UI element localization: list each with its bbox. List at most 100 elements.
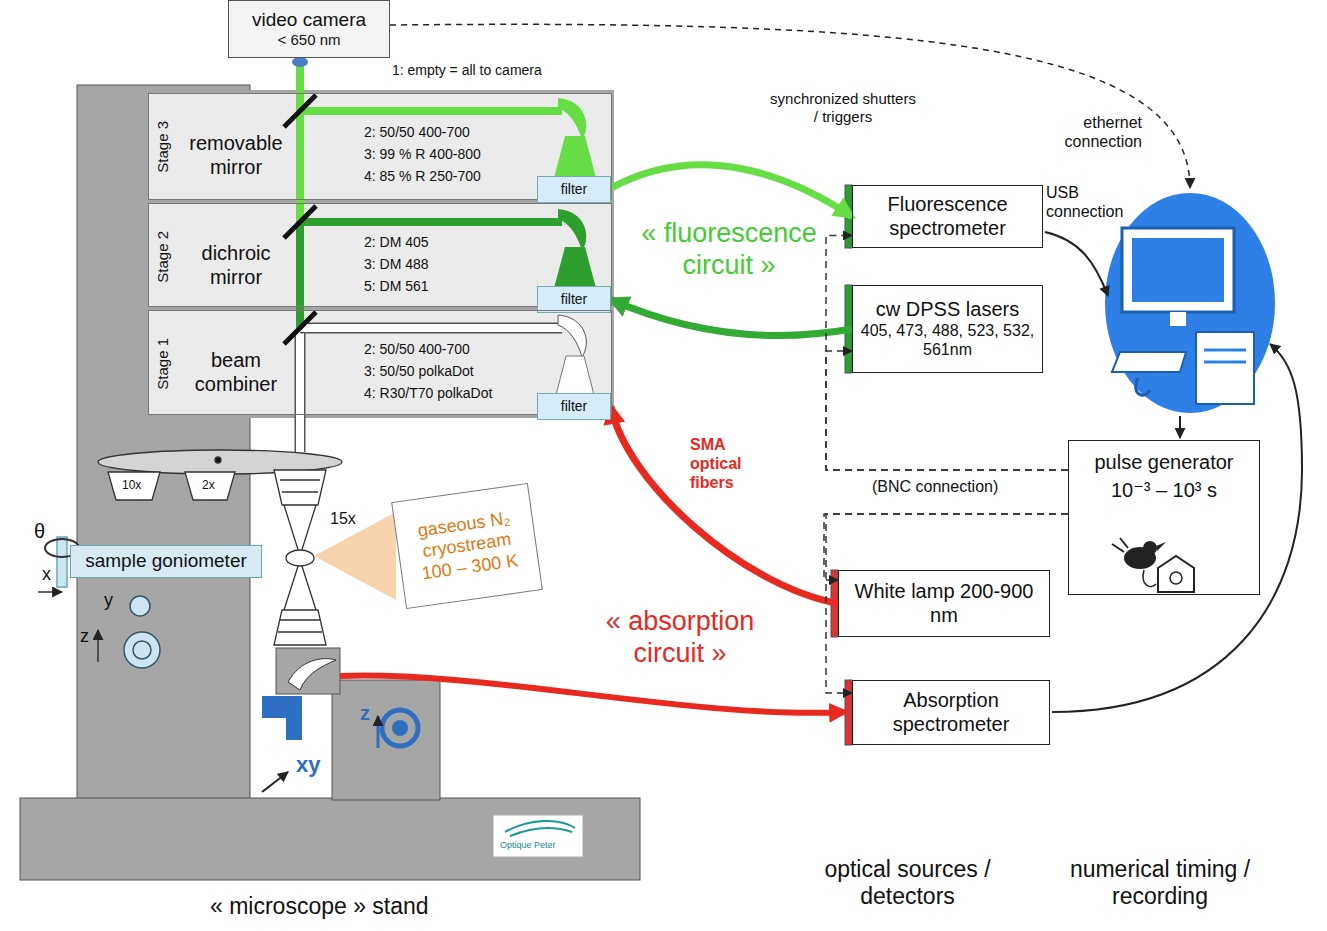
stage-panel: Stage 1beam combiner2: 50/50 400-7003: 5… <box>148 310 612 415</box>
filter-box: filter <box>537 286 611 313</box>
data-link <box>1179 416 1181 438</box>
annotation-label: 10x <box>122 478 141 492</box>
optical-fiber <box>611 300 852 336</box>
mirror <box>284 312 316 344</box>
node-text: beam combiner <box>177 349 295 396</box>
annotation-label: « absorption circuit » <box>582 606 778 670</box>
node-title: Stage 2 <box>154 207 172 307</box>
goniometer-axes <box>57 537 67 587</box>
mirror <box>284 95 316 127</box>
objective-turret <box>108 472 160 500</box>
annotation-label: synchronized shutters / triggers <box>768 90 918 125</box>
node-title: Stage 3 <box>154 97 172 197</box>
annotation-label: z <box>360 702 370 726</box>
computer-icon <box>1170 312 1186 326</box>
xyz-stage <box>392 720 408 736</box>
annotation-label: xy <box>296 752 320 778</box>
stage-panel: Stage 3removable mirror2: 50/50 400-7003… <box>148 93 612 200</box>
node-text: 2: DM 405 <box>364 234 429 251</box>
node-text: 2: 50/50 400-700 <box>364 124 470 141</box>
fiber-connector <box>831 185 852 745</box>
goniometer-axes <box>130 596 150 616</box>
annotation-label: USB connection <box>1046 184 1136 222</box>
light-beam <box>295 330 306 452</box>
node-text: 5: DM 561 <box>364 278 429 295</box>
xyz-stage <box>377 716 380 748</box>
node-text: 405, 473, 488, 523, 532, 561nm <box>859 322 1036 360</box>
annotation-label: 2x <box>202 478 215 492</box>
annotation-label: 15x <box>330 510 356 529</box>
light-beam <box>558 315 586 357</box>
computer-icon <box>1105 193 1275 413</box>
computer-icon <box>1112 352 1186 372</box>
light-beam <box>300 107 562 115</box>
annotation-label: numerical timing / recording <box>1040 856 1280 910</box>
mirror <box>284 206 316 238</box>
objective-turret <box>280 480 320 492</box>
data-link <box>390 24 1302 712</box>
annotation-label: ethernet connection <box>1030 114 1142 152</box>
objective-turret <box>274 610 326 645</box>
node-title: filter <box>561 181 587 198</box>
annotation-label: (BNC connection) <box>872 478 998 497</box>
logo <box>505 821 575 836</box>
light-beam <box>300 324 562 332</box>
cuckoo-clock-icon <box>1156 542 1166 551</box>
node-text: 3: 99 % R 400-800 <box>364 146 481 163</box>
annotation-label: « fluorescence circuit » <box>620 218 838 282</box>
goniometer-axes <box>38 591 62 593</box>
optical-fiber <box>611 165 852 217</box>
node-title: White lamp 200-900 nm <box>845 580 1043 627</box>
data-link <box>1052 344 1302 712</box>
node-title: gaseous N₂ cryostream 100 – 300 K <box>401 506 533 586</box>
camera-box: video camera< 650 nm <box>228 0 390 58</box>
data-link <box>1045 232 1108 296</box>
condenser <box>276 648 340 694</box>
condenser <box>288 659 336 690</box>
cuckoo-clock-icon <box>1112 538 1128 552</box>
annotation-label: 1: empty = all to camera <box>392 62 542 79</box>
objective-turret <box>215 457 221 463</box>
instrument-box: cw DPSS lasers405, 473, 488, 523, 532, 5… <box>852 285 1043 373</box>
absorption-fiber <box>340 675 845 712</box>
objective-turret <box>274 470 326 505</box>
objective-turret <box>284 560 316 610</box>
stage-panel <box>148 93 612 415</box>
goniometer-axes <box>97 630 99 662</box>
computer-icon <box>1132 238 1224 302</box>
xyz-stage <box>262 772 288 792</box>
node-text: 3: DM 488 <box>364 256 429 273</box>
instrument-box: White lamp 200-900 nm <box>838 570 1050 637</box>
light-beam <box>296 330 304 452</box>
xyz-stage <box>262 696 418 792</box>
objective-turret <box>185 472 235 500</box>
annotation-label: Optique Peter <box>500 840 556 851</box>
filter-box: filter <box>537 393 611 420</box>
light-beam <box>300 218 562 226</box>
instrument-box: Absorption spectrometer <box>852 680 1050 745</box>
light-beam <box>296 60 304 222</box>
light-beam <box>300 323 562 334</box>
annotation-label: « microscope » stand <box>210 893 429 920</box>
annotation-label: z <box>80 626 89 647</box>
light-beam <box>554 247 596 288</box>
cryostream-box: gaseous N₂ cryostream 100 – 300 K <box>391 483 543 609</box>
computer-icon <box>1196 332 1254 404</box>
node-title: video camera <box>252 9 366 31</box>
objective-turret <box>284 505 316 556</box>
stage-panel: Stage 2 dichroic mirror 2: DM 405 3: DM 488… <box>148 203 612 307</box>
optical-fiber <box>611 407 838 604</box>
light-beam <box>556 356 594 395</box>
cuckoo-clock-icon <box>1158 556 1194 592</box>
trigger-cable <box>826 235 1068 470</box>
microscope-body <box>20 798 640 880</box>
node-title: filter <box>561 398 587 415</box>
goniometer-axes <box>133 641 151 659</box>
node-title: pulse generator <box>1095 451 1234 475</box>
node-text: < 650 nm <box>278 31 341 49</box>
node-text: dichroic mirror <box>177 242 295 289</box>
goniometer-axes <box>124 632 160 668</box>
cuckoo-clock-icon <box>1170 572 1182 584</box>
light-beam <box>554 136 596 178</box>
